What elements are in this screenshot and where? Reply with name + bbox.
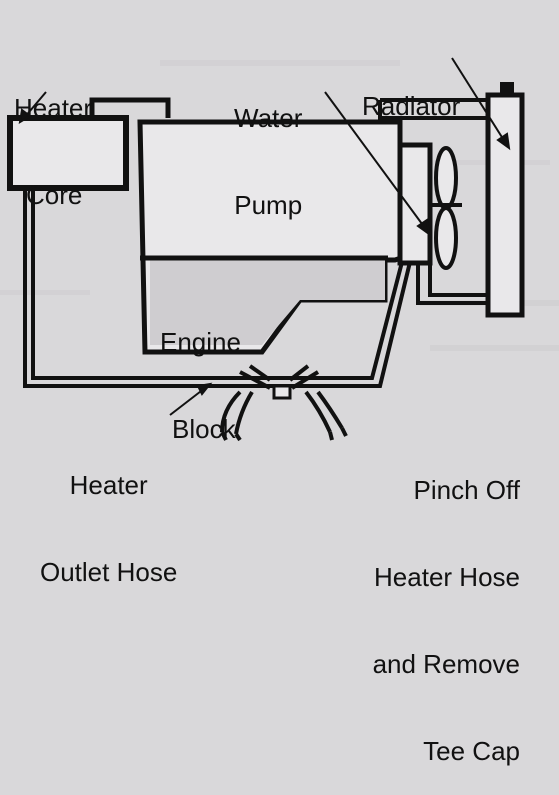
radiator [485, 92, 525, 318]
label-pinch-off-line1: Pinch Off [413, 475, 520, 505]
label-engine-block-line1: Engine [160, 327, 241, 357]
label-water-pump-line2: Pump [234, 190, 303, 220]
label-water-pump-line1: Water [234, 103, 303, 133]
heater-core [7, 115, 129, 191]
leader-lines [18, 57, 511, 416]
pinch-pliers-left [220, 364, 272, 442]
arrow-outlet-hose [169, 387, 206, 416]
fan-blade-top [434, 146, 458, 210]
label-heater-core: Heater Core [14, 36, 92, 239]
label-heater-outlet-hose-line2: Outlet Hose [40, 557, 178, 587]
label-engine-block-line2: Block [172, 414, 236, 444]
label-pinch-off-line2: Heater Hose [374, 562, 520, 592]
arrow-water-pump [324, 91, 426, 229]
radiator-upper-hose [378, 100, 490, 120]
label-heater-outlet-hose: Heater Outlet Hose [40, 413, 177, 616]
fan-blade-bottom [434, 206, 458, 270]
label-radiator: Radiator [362, 34, 460, 150]
label-radiator-text: Radiator [362, 91, 461, 121]
engine-block-lower [150, 260, 385, 345]
label-pinch-off: Pinch Off Heater Hose and Remove Tee Cap [330, 418, 520, 795]
label-heater-core-line2: Core [26, 180, 83, 210]
pinch-pliers-right [288, 364, 348, 441]
label-pinch-off-line4: Tee Cap [423, 736, 520, 766]
label-water-pump: Water Pump [234, 46, 302, 249]
tee-cap [272, 384, 292, 400]
radiator-cap [500, 82, 514, 96]
arrow-radiator [451, 57, 506, 143]
heater-inlet-pipe [89, 97, 171, 118]
label-engine-block: Engine Block [160, 270, 241, 473]
radiator-lower-hose [428, 262, 490, 297]
label-heater-outlet-hose-line1: Heater [69, 470, 148, 500]
label-heater-core-line1: Heater [14, 93, 93, 123]
water-pump-housing [397, 142, 433, 266]
cooling-system-diagram [7, 57, 525, 442]
label-pinch-off-line3: and Remove [372, 649, 520, 679]
